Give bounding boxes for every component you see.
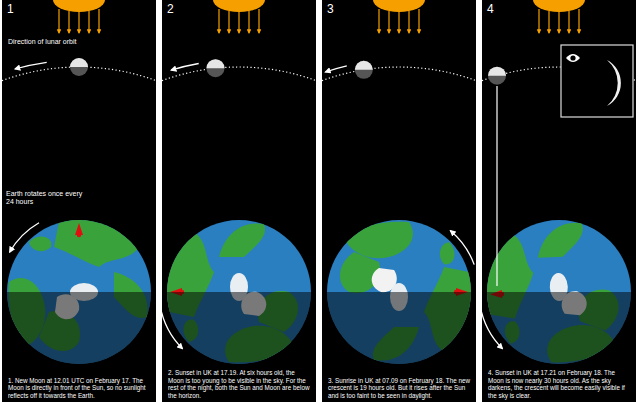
panel-ground <box>322 0 476 402</box>
sun-symbol <box>213 0 265 33</box>
annotation-label: Earth rotates once every 24 hours <box>6 190 84 206</box>
panel-ground <box>162 0 316 402</box>
annotation-label: Direction of lunar orbit <box>8 38 78 46</box>
phase-panel: 4 4. Sunset in UK at 17.21 on February 18… <box>482 0 636 402</box>
panel-scene <box>160 59 316 364</box>
panel-number: 2 <box>167 3 174 16</box>
panel-number: 3 <box>327 3 334 16</box>
panel-caption: 2. Sunset in UK at 17.19. At six hours o… <box>168 369 311 399</box>
panel-ground <box>482 0 636 402</box>
panel-number: 4 <box>487 3 494 16</box>
phase-panel: 2 2. Sunset in UK at 17.19. At six hours … <box>162 0 316 402</box>
panel-scene <box>480 45 636 365</box>
panel-caption: 4. Sunset in UK at 17.21 on February 18.… <box>488 369 631 399</box>
panel-ground <box>2 0 156 402</box>
sun-symbol <box>53 0 105 33</box>
phase-panel: 3 3. Sunrise in UK at 07.09 on February 1… <box>322 0 476 402</box>
panel-caption: 1. New Moon at 12.01 UTC on February 17.… <box>8 377 151 399</box>
sun-symbol <box>373 0 425 33</box>
sun-symbol <box>533 0 585 33</box>
panel-caption: 3. Sunrise in UK at 07.09 on February 18… <box>328 377 471 399</box>
panel-number: 1 <box>7 3 14 16</box>
panel-scene <box>322 61 476 364</box>
panel-scene <box>2 58 156 364</box>
